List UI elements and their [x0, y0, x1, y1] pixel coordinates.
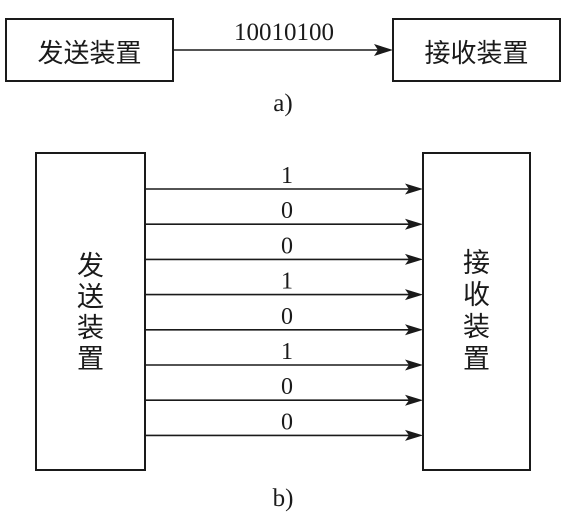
parallel-arrow-head: [405, 289, 423, 301]
parallel-receiver-label: 接收装置: [463, 248, 490, 375]
caption-b: b): [273, 485, 294, 512]
parallel-arrow-head: [405, 218, 423, 230]
bit-label: 0: [281, 304, 293, 330]
parallel-arrow-head: [405, 253, 423, 265]
serial-arrow-head: [374, 44, 393, 56]
parallel-sender-label: 发送装置: [77, 251, 104, 375]
parallel-diagram: 发送装置 接收装置 10010100 b): [35, 152, 531, 512]
serial-receiver-label: 接收装置: [424, 39, 528, 69]
receiver-label-char: 接: [463, 248, 490, 279]
parallel-arrow-head: [405, 429, 423, 441]
bit-label: 0: [281, 409, 293, 435]
bit-label: 0: [281, 374, 293, 400]
parallel-arrow-head: [405, 324, 423, 336]
bit-label: 1: [281, 163, 293, 189]
parallel-arrow-head: [405, 359, 423, 371]
bit-label: 0: [281, 198, 293, 224]
serial-sender-label: 发送装置: [37, 39, 141, 69]
bit-label: 1: [281, 339, 293, 365]
parallel-arrow-head: [405, 394, 423, 406]
sender-label-char: 装: [77, 313, 104, 344]
serial-receiver-box: [392, 18, 561, 82]
serial-sender-box: [5, 18, 174, 82]
parallel-lines: 1 0 0 1 0 1 0 0: [145, 163, 423, 441]
bit-label: 1: [281, 269, 293, 295]
sender-label-char: 发: [77, 251, 104, 282]
receiver-label-char: 装: [463, 312, 490, 343]
receiver-label-char: 收: [463, 280, 490, 311]
parallel-receiver-box: [422, 152, 531, 471]
parallel-sender-box: [35, 152, 146, 471]
parallel-arrow-head: [405, 183, 423, 195]
receiver-label-char: 置: [463, 344, 490, 375]
sender-label-char: 送: [77, 282, 104, 313]
sender-label-char: 置: [77, 344, 104, 375]
bit-label: 0: [281, 233, 293, 259]
serial-diagram: 发送装置 接收装置 10010100 a): [5, 18, 561, 117]
serial-data-bits: 10010100: [234, 19, 334, 46]
caption-a: a): [273, 90, 292, 117]
